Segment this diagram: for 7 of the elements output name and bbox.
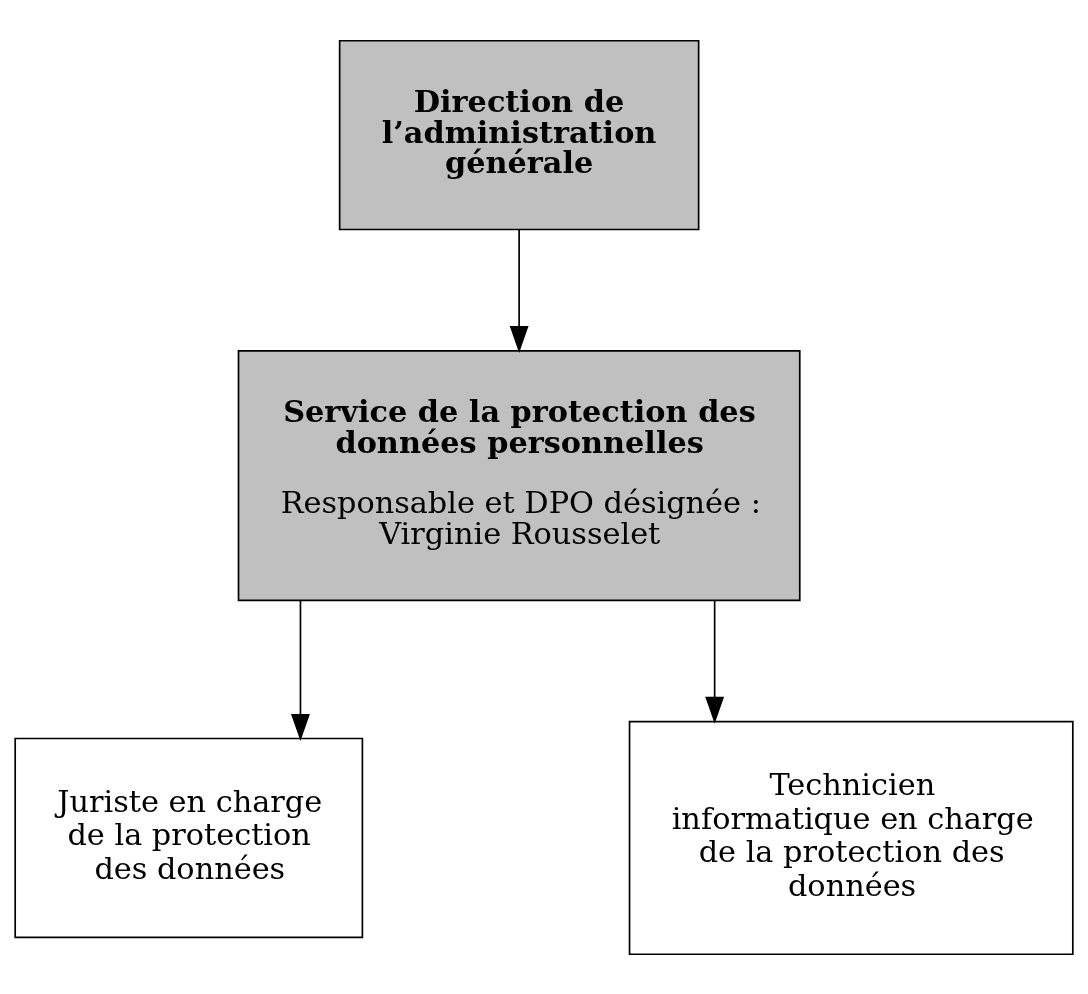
node-box: Direction de l’administration générale <box>338 39 700 230</box>
arrow <box>291 599 310 741</box>
node-box: Service de la protection des données personnelles Responsable et DPO désignée : Virginie Rousselet <box>237 349 801 601</box>
node-box: Juriste en charge de la protection des données <box>14 737 364 938</box>
arrow <box>705 599 725 724</box>
node-box: Technicien informatique en charge de la protection des données <box>628 720 1074 955</box>
arrow <box>509 228 529 353</box>
